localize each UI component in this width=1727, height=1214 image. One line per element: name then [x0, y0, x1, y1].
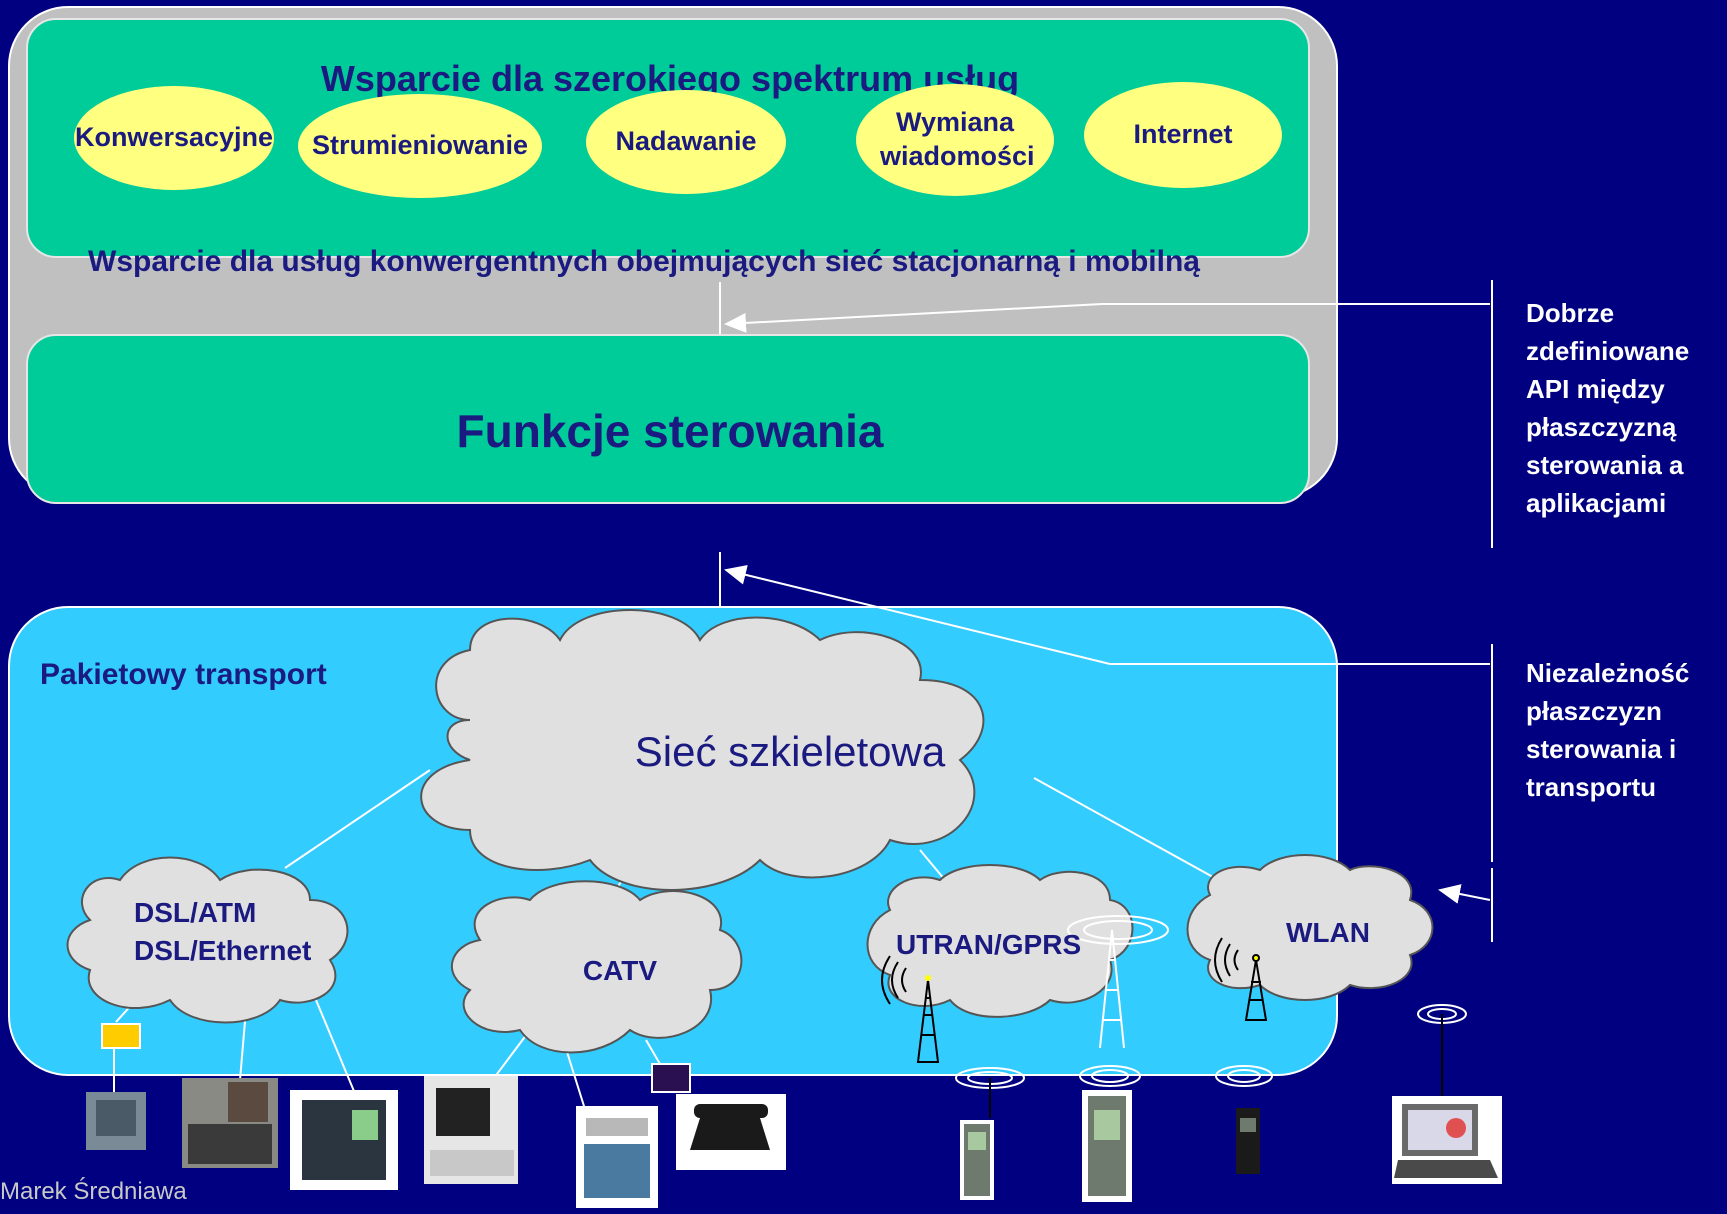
service-ellipse-wymiana: Wymiana wiadomości — [856, 84, 1054, 196]
service-ellipse-strumieniowanie: Strumieniowanie — [298, 94, 542, 198]
ip-phone-icon — [290, 1090, 398, 1190]
rotary-phone-icon — [676, 1094, 786, 1170]
radio-tower-1 — [881, 955, 940, 1063]
service-ellipse-nadawanie: Nadawanie — [586, 90, 786, 194]
dsl-cloud — [66, 856, 349, 1024]
service-label: Nadawanie — [615, 126, 757, 157]
radio-tower-2 — [1067, 915, 1169, 1049]
catv-cloud-label: CATV — [582, 955, 658, 986]
wlan-cloud — [1186, 854, 1434, 1001]
api-arrow — [724, 303, 1103, 333]
backbone-label: Sieć szkieletowa — [634, 728, 946, 775]
service-label: Strumieniowanie — [311, 130, 529, 161]
set-top-box-icon — [651, 1063, 691, 1093]
service-label: Konwersacyjne — [74, 122, 274, 153]
antenna-rings — [955, 1004, 1467, 1089]
independence-arrow — [724, 565, 1111, 665]
convergence-text: Wsparcie dla usług konwergentnych obejmu… — [88, 245, 1200, 278]
link-catv-settop — [645, 1039, 661, 1065]
control-functions-box: Funkcje sterowania — [26, 334, 1310, 504]
service-ellipse-konwersacyjne: Konwersacyjne — [74, 86, 274, 190]
desk-phone-icon — [86, 1092, 146, 1150]
transport-title: Pakietowy transport — [40, 658, 327, 691]
link-backbone-dsl — [284, 769, 431, 869]
dsl-modem-icon — [101, 1023, 141, 1049]
catv-cloud — [450, 880, 743, 1054]
utran-cloud-label: UTRAN/GPRS — [896, 929, 1082, 960]
api-side-note: Dobrze zdefiniowane API między płaszczyz… — [1526, 298, 1690, 518]
link-backbone-wlan — [1033, 777, 1223, 883]
service-label: Internet — [1133, 119, 1233, 150]
independence-side-note: Niezależność płaszczyzn sterowania i tra… — [1526, 658, 1690, 802]
author-footer: Marek Średniawa — [0, 1178, 187, 1205]
control-functions-title: Funkcje sterowania — [456, 405, 884, 457]
radio-tower-3 — [1214, 937, 1268, 1021]
backbone-cloud — [420, 609, 985, 891]
pc-icon — [424, 1076, 518, 1184]
services-box: Wsparcie dla szerokiego spektrum usług W… — [26, 18, 1310, 278]
service-ellipse-internet: Internet — [1084, 82, 1282, 188]
service-label: Wymiana wiadomości — [880, 107, 1035, 171]
dsl-cloud-label: DSL/ATM DSL/Ethernet — [134, 897, 312, 966]
videophone-icon — [182, 1078, 278, 1168]
mobile-phone-icon-2 — [1082, 1090, 1132, 1202]
laptop-icon — [1392, 1096, 1502, 1184]
tv-icon — [576, 1106, 658, 1208]
wlan-cloud-label: WLAN — [1286, 917, 1370, 948]
wlan-pointer-arrow — [1438, 884, 1491, 904]
mobile-phone-icon-1 — [960, 1120, 994, 1200]
mobile-phone-icon-3 — [1236, 1108, 1260, 1174]
